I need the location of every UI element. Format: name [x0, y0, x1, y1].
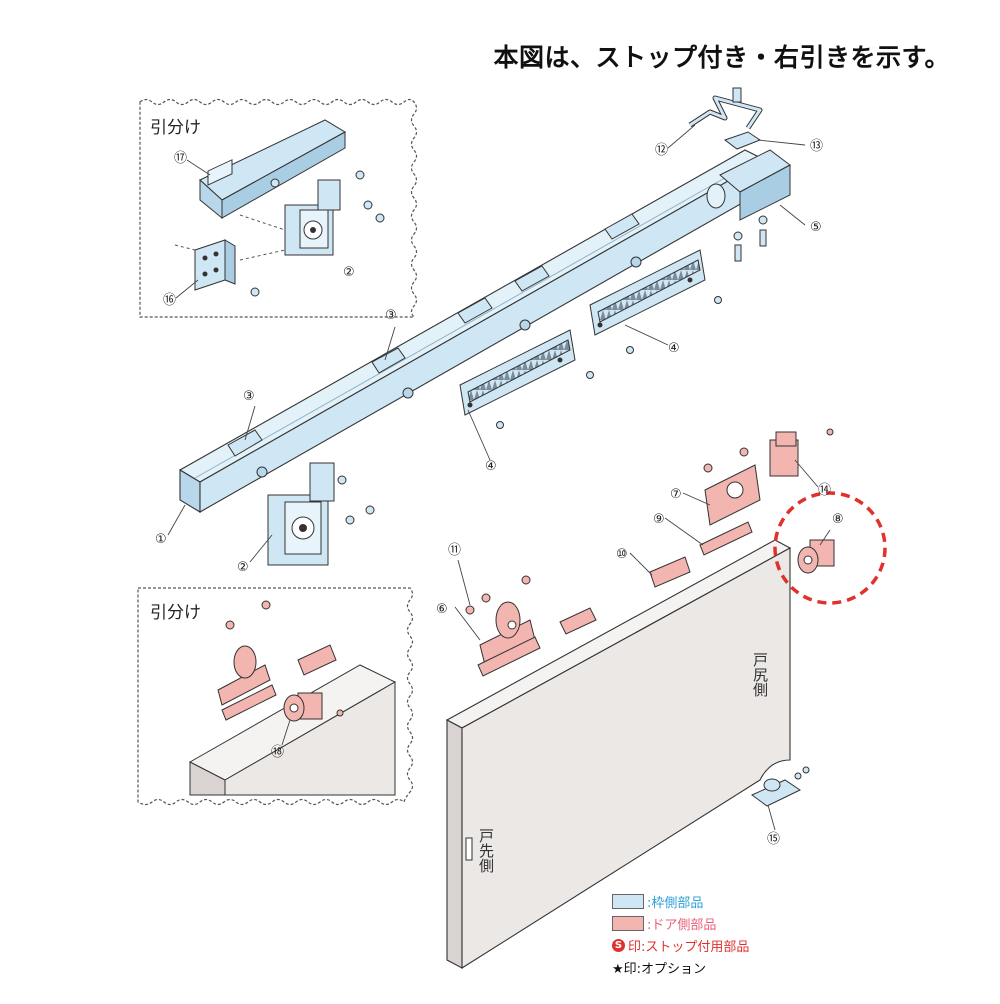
inset-top-bracket-16	[194, 239, 236, 291]
callout-13: ⑬	[810, 139, 823, 154]
callout-15: ⑮	[767, 832, 780, 847]
door-parts-label: :ドア側部品	[647, 917, 717, 933]
callout-8: ⑧	[832, 512, 844, 527]
callout-5: ⑤	[810, 220, 822, 235]
frame-parts-label: :枠側部品	[647, 895, 704, 911]
rail-studs	[256, 256, 642, 478]
legend: :枠側部品 :ドア側部品 S 印:ストップ付用部品 ★印:オプション	[612, 890, 749, 978]
callout-10: ⑩	[616, 547, 628, 562]
plate-13	[723, 131, 762, 150]
door-panel	[445, 539, 792, 969]
clip-10	[649, 556, 691, 588]
callout-14: ⑭	[818, 483, 831, 498]
hanger-screws	[337, 475, 375, 525]
leader-lines	[167, 124, 831, 831]
plate-9	[699, 521, 753, 556]
stopper-screws	[733, 215, 768, 262]
legend-stop-parts: S 印:ストップ付用部品	[612, 934, 749, 956]
inset-top-rail	[199, 119, 347, 220]
rack-screws	[496, 296, 722, 429]
callout-16: ⑯	[163, 293, 176, 308]
callout-18: ⑱	[271, 745, 284, 760]
page-title: 本図は、ストップ付き・右引きを示す。	[493, 43, 950, 72]
hanger-2-main	[267, 462, 335, 566]
callout-2-main: ②	[237, 560, 249, 575]
door-parts-swatch	[612, 915, 644, 931]
legend-frame-parts: :枠側部品	[612, 890, 749, 912]
bracket-12	[688, 87, 763, 130]
legend-door-parts: :ドア側部品	[612, 912, 749, 934]
clip-6b	[559, 607, 597, 635]
callout-3-right: ③	[385, 308, 397, 323]
carrier-6	[477, 601, 541, 677]
rack-4-upper	[589, 249, 706, 336]
rack-4-lower	[459, 329, 576, 416]
inset-bottom-part-18	[283, 692, 323, 722]
inset-bottom-screws	[225, 600, 344, 717]
stop-highlight	[773, 491, 887, 605]
stop-parts-label: 印:ストップ付用部品	[628, 939, 750, 955]
callout-11: ⑪	[448, 543, 461, 558]
callout-2-inset: ②	[343, 265, 355, 280]
callout-6: ⑥	[436, 602, 448, 617]
callout-3-left: ③	[243, 389, 255, 404]
carrier-7	[704, 464, 761, 526]
door-lead-side-label: 戸先側	[477, 828, 495, 873]
legend-option: ★印:オプション	[612, 956, 749, 978]
callout-7: ⑦	[670, 487, 682, 502]
stop-s-icon: S	[612, 938, 625, 952]
stopper-5	[706, 149, 791, 221]
door-rear-side-label: 戸尻側	[751, 652, 769, 697]
inset-bottom-title: 引分け	[150, 603, 201, 623]
callout-12: ⑫	[655, 143, 668, 158]
joiners-3	[227, 213, 640, 457]
inset-top-leaders	[174, 214, 286, 261]
inset-top-hanger-2	[284, 179, 341, 256]
callout-17: ⑰	[174, 151, 187, 166]
frame-parts-swatch	[612, 893, 644, 909]
inset-bottom-door	[188, 664, 397, 796]
stop-roller-8	[797, 539, 835, 574]
inset-top-title: 引分け	[150, 118, 201, 138]
callout-9: ⑨	[653, 512, 665, 527]
door-screws	[465, 428, 834, 615]
bracket-14	[769, 431, 799, 477]
callout-1: ①	[155, 532, 167, 547]
inset-bottom-carrier	[217, 644, 337, 721]
inset-top-screws	[250, 170, 385, 297]
callout-4-lower: ④	[485, 459, 497, 474]
callouts: ① ② ② ③ ③ ④ ④ ⑤ ⑥ ⑦ ⑧ ⑨ ⑩ ⑪ ⑫ ⑬ ⑭ ⑮ ⑯ ⑰ …	[155, 139, 844, 847]
option-label: ★印:オプション	[612, 961, 707, 977]
guide-15	[751, 766, 810, 807]
callout-4-upper: ④	[668, 341, 680, 356]
